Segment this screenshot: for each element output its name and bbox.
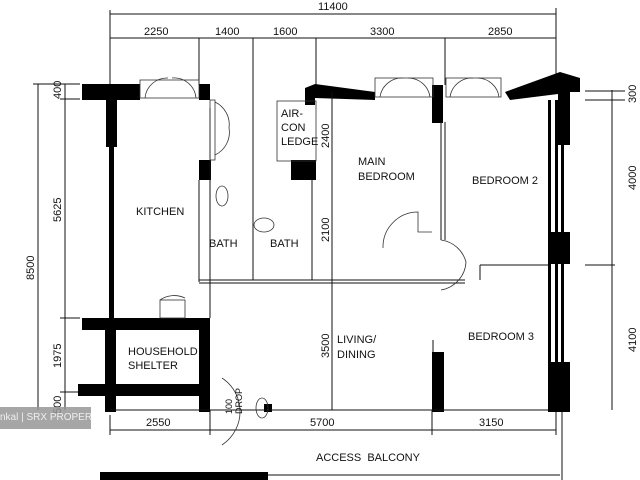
label-aircon-1: AIR-: [281, 108, 303, 120]
dim-interior-2: 2100: [320, 218, 332, 242]
dim-right-2: 4000: [627, 166, 639, 190]
dim-right-1: 300: [627, 85, 639, 103]
label-shelter-2: SHELTER: [128, 360, 178, 372]
left-dimensions: 8500 400 5625 1975 500: [25, 81, 80, 414]
dim-left-1: 400: [52, 81, 64, 99]
dim-bottom-2: 5700: [310, 417, 334, 429]
interior-lines: [110, 77, 548, 446]
dim-left-3: 1975: [52, 344, 64, 368]
label-aircon-2: CON: [281, 122, 306, 134]
right-dimensions: 300 4000 4100: [585, 85, 639, 410]
bottom-dimensions: 2550 5700 3150: [109, 410, 563, 480]
dim-top-2: 1400: [215, 26, 239, 38]
label-access-balcony: ACCESS BALCONY: [316, 452, 421, 464]
dim-left-overall: 8500: [25, 256, 37, 280]
label-aircon-3: LEDGE: [281, 136, 318, 148]
dim-top-3: 1600: [273, 26, 297, 38]
label-main-bedroom-2: BEDROOM: [358, 171, 415, 183]
dim-top-1: 2250: [144, 26, 168, 38]
label-living-1: LIVING/: [337, 334, 377, 346]
dim-right-3: 4100: [627, 328, 639, 352]
dim-left-2: 5625: [52, 198, 64, 222]
dim-bottom-3: 3150: [479, 417, 503, 429]
label-main-bedroom-1: MAIN: [358, 156, 386, 168]
dim-interior-3: 3500: [320, 334, 332, 358]
walls: [78, 72, 580, 480]
label-bath-1: BATH: [209, 238, 238, 250]
top-dimensions: 11400 2250 1400 1600 3300 2850: [109, 1, 557, 215]
label-bedroom-3: BEDROOM 3: [468, 331, 534, 343]
dim-overall-width: 11400: [318, 1, 348, 13]
label-drop-2: DROP: [234, 388, 244, 414]
label-bath-2: BATH: [270, 238, 299, 250]
label-living-2: DINING: [337, 349, 376, 361]
dim-top-4: 3300: [370, 26, 394, 38]
room-labels: KITCHEN AIR- CON LEDGE BATH BATH MAIN BE…: [128, 108, 538, 464]
dim-top-5: 2850: [488, 26, 512, 38]
dim-bottom-1: 2550: [146, 417, 170, 429]
dim-interior-1: 2400: [320, 124, 332, 148]
label-bedroom-2: BEDROOM 2: [472, 175, 538, 187]
label-drop-1: 100: [224, 399, 234, 414]
watermark: nkal | SRX PROPERTY: [0, 407, 91, 429]
label-kitchen: KITCHEN: [136, 206, 184, 218]
label-shelter-1: HOUSEHOLD: [128, 346, 198, 358]
